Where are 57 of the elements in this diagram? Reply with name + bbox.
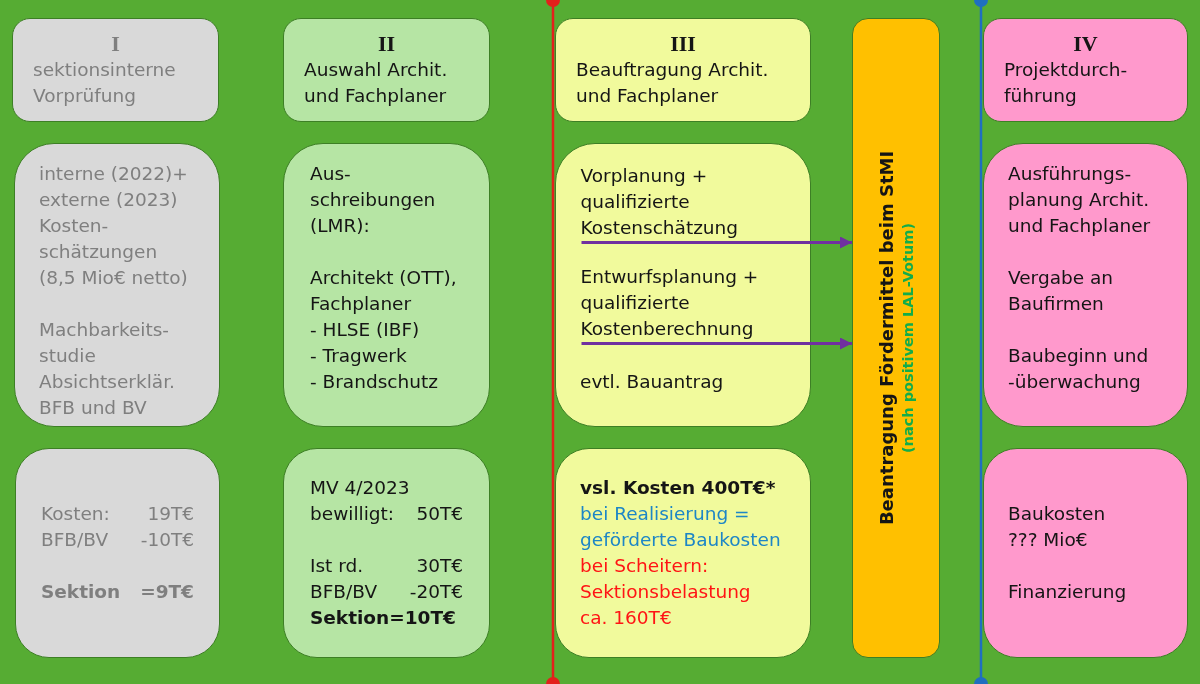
step-label: Vorplanung + qualifizierte Kostenschätzung bbox=[580, 162, 781, 241]
cost-label: Ist rd. bbox=[310, 554, 364, 578]
list-item: - Brandschutz bbox=[310, 370, 438, 394]
phase-costs-box bbox=[555, 448, 811, 658]
phase-tasks-box bbox=[14, 143, 220, 427]
phase-header-box bbox=[12, 18, 219, 122]
cost-text: Baukosten ??? Mio€ bbox=[1008, 502, 1107, 552]
cost-value: 19T€ bbox=[147, 502, 194, 526]
task-text: Baubeginn und -überwachung bbox=[1008, 344, 1150, 394]
cost-value: 50T€ bbox=[416, 502, 463, 526]
phase-costs-box bbox=[283, 448, 490, 658]
cost-label: bewilligt: bbox=[310, 502, 395, 526]
task-text: interne (2022)+ externe (2023) Kosten- schätzungen (8,5 Mio€ netto) bbox=[39, 162, 189, 290]
total-text: Sektion=10T€ bbox=[310, 606, 456, 630]
phase-number: IV bbox=[1073, 31, 1098, 57]
phase-title: Beauftragung Archit. und Fachplaner bbox=[576, 58, 770, 108]
list-item: - HLSE (IBF) bbox=[310, 318, 420, 342]
cost-value: 30T€ bbox=[416, 554, 463, 578]
step-label: Entwurfsplanung + qualifizierte Kostenberechnung bbox=[580, 263, 781, 342]
phase-title: Auswahl Archit. und Fachplaner bbox=[304, 58, 449, 108]
phase-title: Projektdurch- führung bbox=[1004, 58, 1129, 108]
arrow bbox=[581, 337, 852, 350]
cost-estimate-text: vsl. Kosten 400T€* bbox=[580, 476, 776, 500]
meeting-note: MV 4/2023 bbox=[310, 476, 410, 500]
phase-header-box bbox=[283, 18, 490, 122]
phase-number: I bbox=[111, 31, 120, 57]
phase-tasks-box bbox=[555, 143, 811, 427]
task-text: Architekt (OTT), Fachplaner bbox=[310, 266, 458, 316]
task-text: Aus- schreibungen (LMR): bbox=[310, 162, 437, 238]
total-value: =9T€ bbox=[140, 580, 194, 604]
total-label: Sektion bbox=[41, 580, 121, 604]
list-item: - Tragwerk bbox=[310, 344, 407, 368]
phase-header-box bbox=[983, 18, 1188, 122]
phase-costs-box bbox=[15, 448, 220, 658]
phase-title: sektionsinterne Vorprüfung bbox=[33, 58, 177, 108]
arrow bbox=[581, 236, 852, 249]
phase-number: III bbox=[670, 31, 696, 57]
vertical-title: Beantragung Fördermittel beim StMI bbox=[874, 150, 898, 526]
task-text: Finanzierung bbox=[1008, 580, 1127, 604]
cost-label: BFB/BV bbox=[310, 580, 378, 604]
phase-costs-box bbox=[983, 448, 1188, 658]
cost-value: -10T€ bbox=[140, 528, 194, 552]
phase-tasks-box bbox=[983, 143, 1188, 427]
cost-label: BFB/BV bbox=[41, 528, 109, 552]
phase-tasks-box bbox=[283, 143, 490, 427]
task-text: Machbarkeits- studie Absichtserklär. BFB und BV bbox=[39, 318, 176, 420]
task-text: evtl. Bauantrag bbox=[580, 370, 724, 394]
vertical-subtitle: (nach positivem LAL-Votum) bbox=[898, 223, 917, 453]
task-text: Ausführungs- planung Archit. und Fachplaner bbox=[1008, 162, 1152, 238]
task-text: Vergabe an Baufirmen bbox=[1008, 266, 1115, 316]
funding-application-bar bbox=[852, 18, 940, 658]
phase-header-box bbox=[555, 18, 811, 122]
phase-number: II bbox=[377, 31, 396, 57]
funding-note: bei Realisierung = geförderte Baukosten bbox=[580, 502, 782, 552]
cost-value: -20T€ bbox=[409, 580, 463, 604]
cost-label: Kosten: bbox=[41, 502, 110, 526]
failure-note: bei Scheitern: Sektionsbelastung ca. 160T€ bbox=[580, 554, 752, 630]
